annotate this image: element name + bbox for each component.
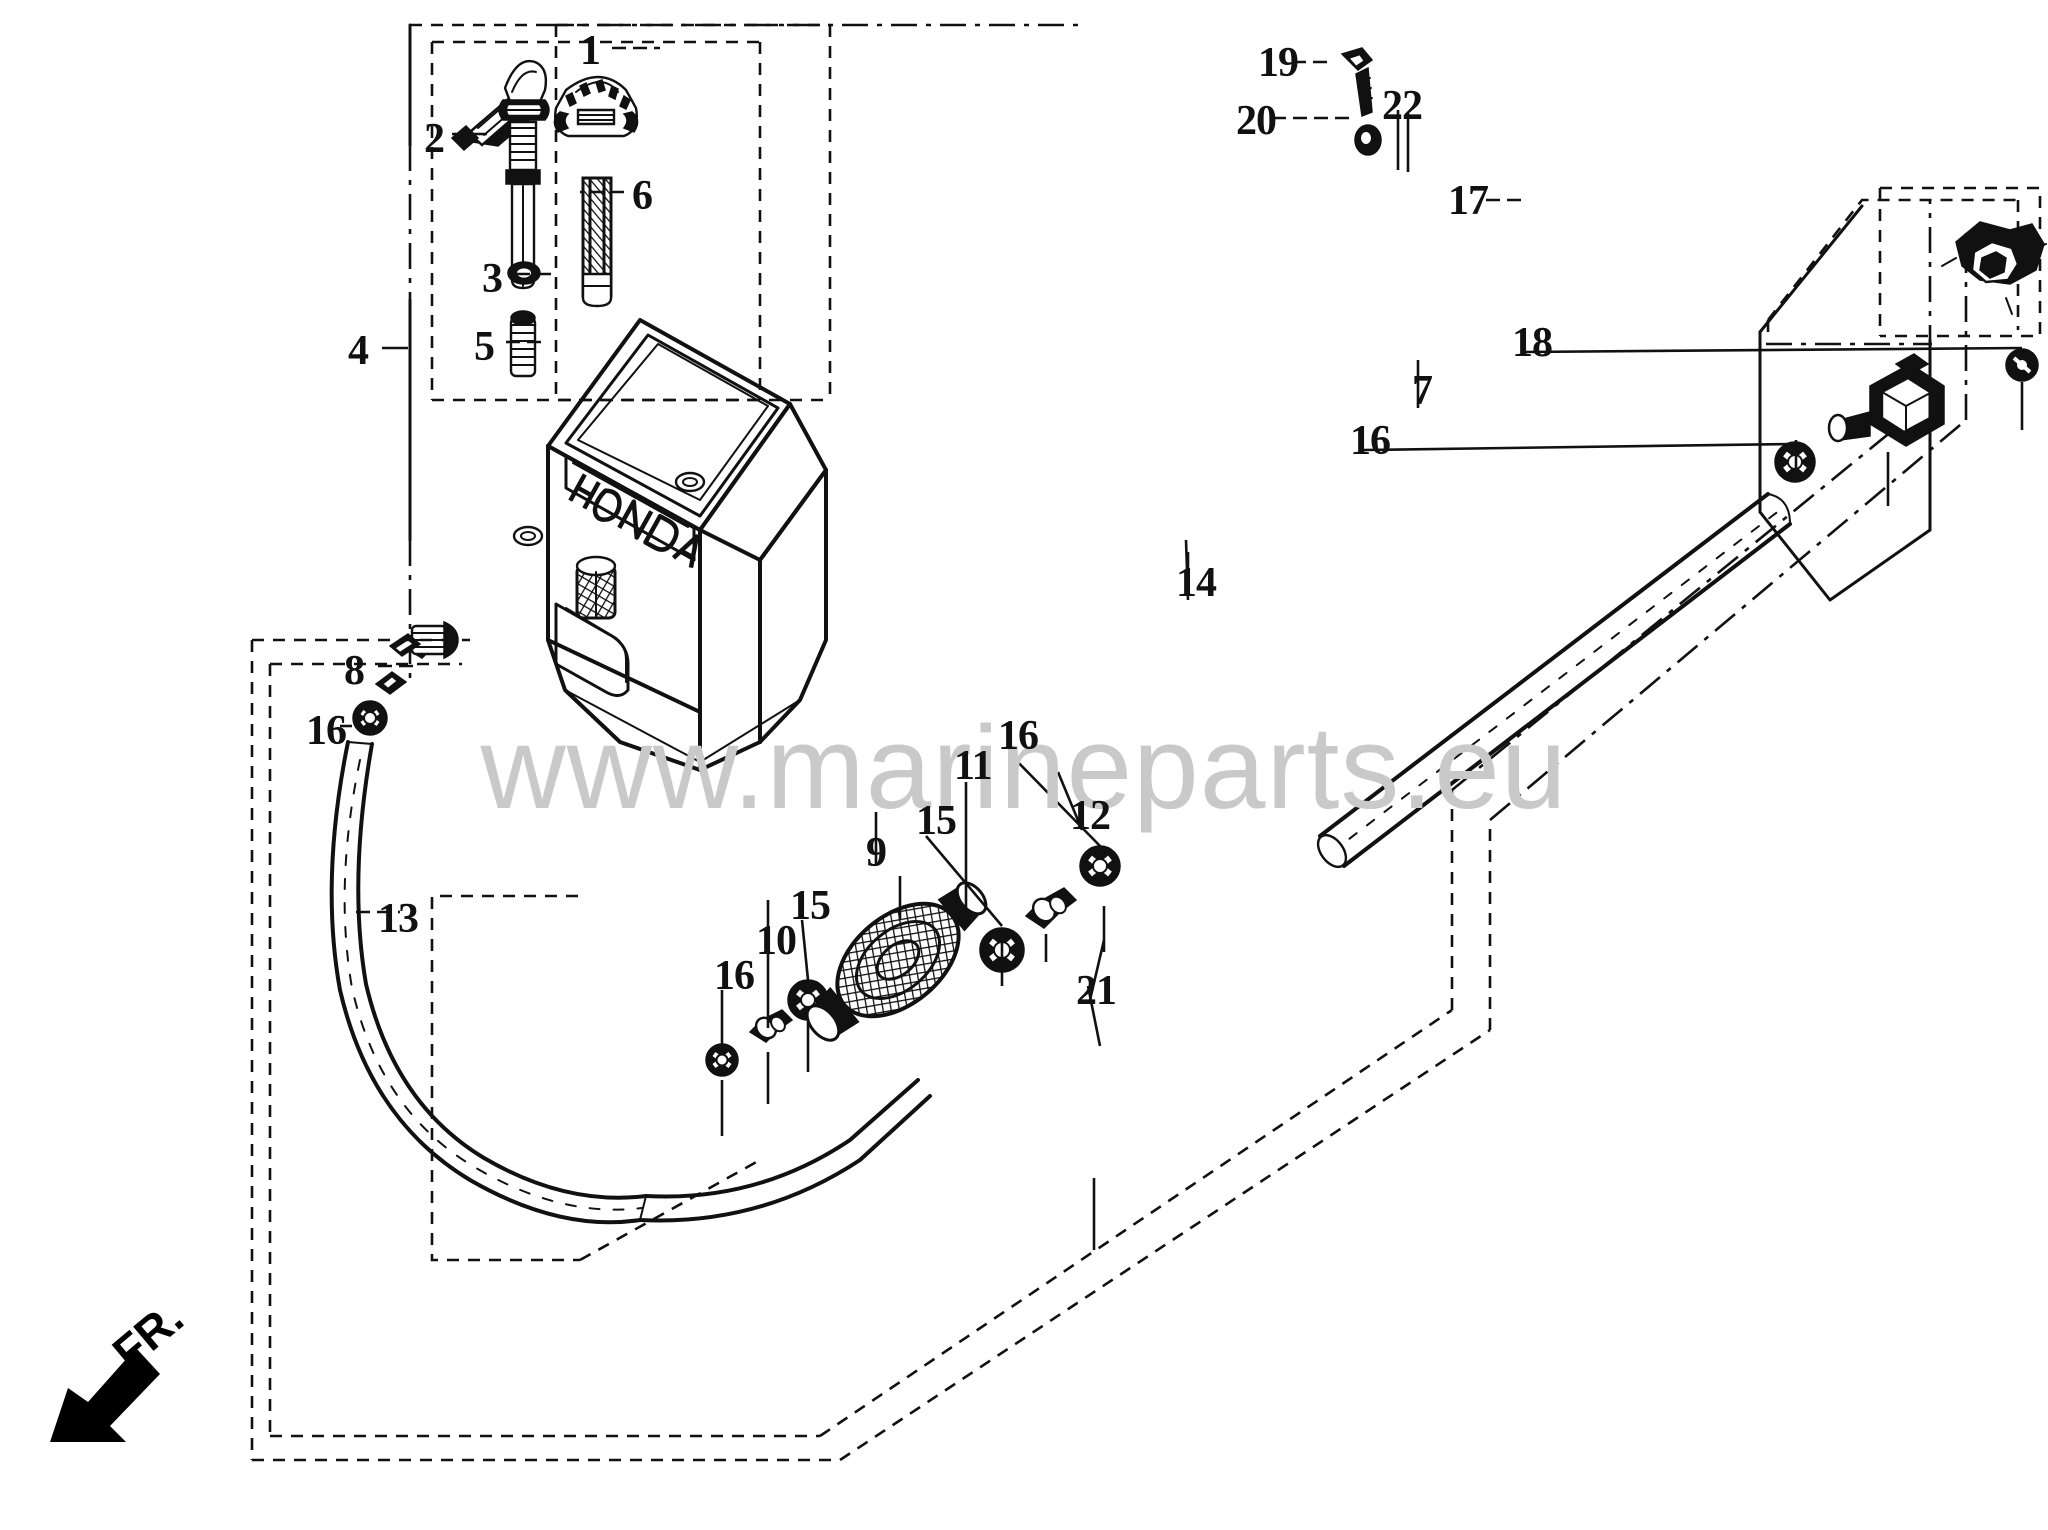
part-9-primer-bulb [805, 881, 988, 1042]
front-direction-marker: FR. [40, 1291, 210, 1460]
part-20-pin [1354, 124, 1382, 156]
callout-connector-cover: 17 [1448, 178, 1489, 224]
callout-fuel-hose-assembly: 12 [1070, 793, 1111, 839]
leader-lines-refined [720, 112, 2024, 1250]
callout-fuel-hose-tank-side: 13 [378, 896, 419, 942]
callout-primer-bulb: 9 [866, 830, 887, 876]
callout-hose-clamp: 15 [790, 883, 831, 929]
fuel-tank-body [512, 318, 828, 772]
callout-hose-clip: 10 [756, 918, 797, 964]
callout-hose-clamp: 15 [916, 798, 957, 844]
part-7-fuel-connector [1827, 353, 1945, 447]
part-19-screw [1340, 47, 1374, 118]
group-box-7 [1758, 204, 1932, 602]
callout-clip: 16 [998, 713, 1039, 759]
callout-fuel-cap-assembly: 1 [580, 28, 601, 74]
part-1-fuel-cap [553, 75, 639, 138]
callout-hose-clip: 11 [954, 743, 993, 789]
callout-pin: 20 [1236, 98, 1277, 144]
group-box-17 [1878, 186, 2042, 338]
callout-tank-outlet-joint: 8 [344, 648, 365, 694]
part-5-spring [509, 310, 537, 378]
callout-fuel-hose-engine-side: 14 [1176, 560, 1217, 606]
callout-connector-set: 22 [1382, 83, 1423, 129]
callout-washer: 3 [482, 256, 503, 302]
part-14-fuel-hose-engine-side [1316, 492, 1792, 869]
tank-front-fitting [575, 555, 617, 620]
fitting-chain-upper [979, 845, 1121, 973]
part-cap-body-rod [498, 59, 550, 290]
part-17-connector-cover [1941, 221, 2047, 315]
group-box-21 [250, 230, 1968, 1462]
callout-fuel-cap-set: 4 [348, 328, 369, 374]
part-8-outlet-joint [374, 620, 459, 695]
group-box-inner-2 [430, 40, 762, 402]
part-6-float-rod [581, 176, 613, 308]
callout-fuel-gauge-joint: 2 [424, 116, 445, 162]
callout-o-ring: 18 [1512, 320, 1553, 366]
part-16-clip-left [352, 700, 388, 736]
group-box-12 [268, 200, 1932, 1438]
group-box-1 [554, 23, 832, 402]
part-13-fuel-hose-tank-side [329, 740, 932, 1225]
group-box-12-inner [430, 894, 761, 1262]
callout-fuel-hose-complete-set: 21 [1076, 968, 1117, 1014]
honda-logo-on-tank [568, 473, 700, 569]
callout-clip: 16 [1350, 418, 1391, 464]
callout-fuel-connector-engine-side: 7 [1412, 368, 1433, 414]
callout-clip: 16 [306, 708, 347, 754]
callout-clip: 16 [714, 953, 755, 999]
fitting-chain-lower [705, 979, 829, 1077]
callout-screw: 19 [1258, 40, 1299, 86]
part-18-o-ring [2005, 348, 2039, 382]
callout-spring: 5 [474, 324, 495, 370]
callout-float-rod: 6 [632, 173, 653, 219]
